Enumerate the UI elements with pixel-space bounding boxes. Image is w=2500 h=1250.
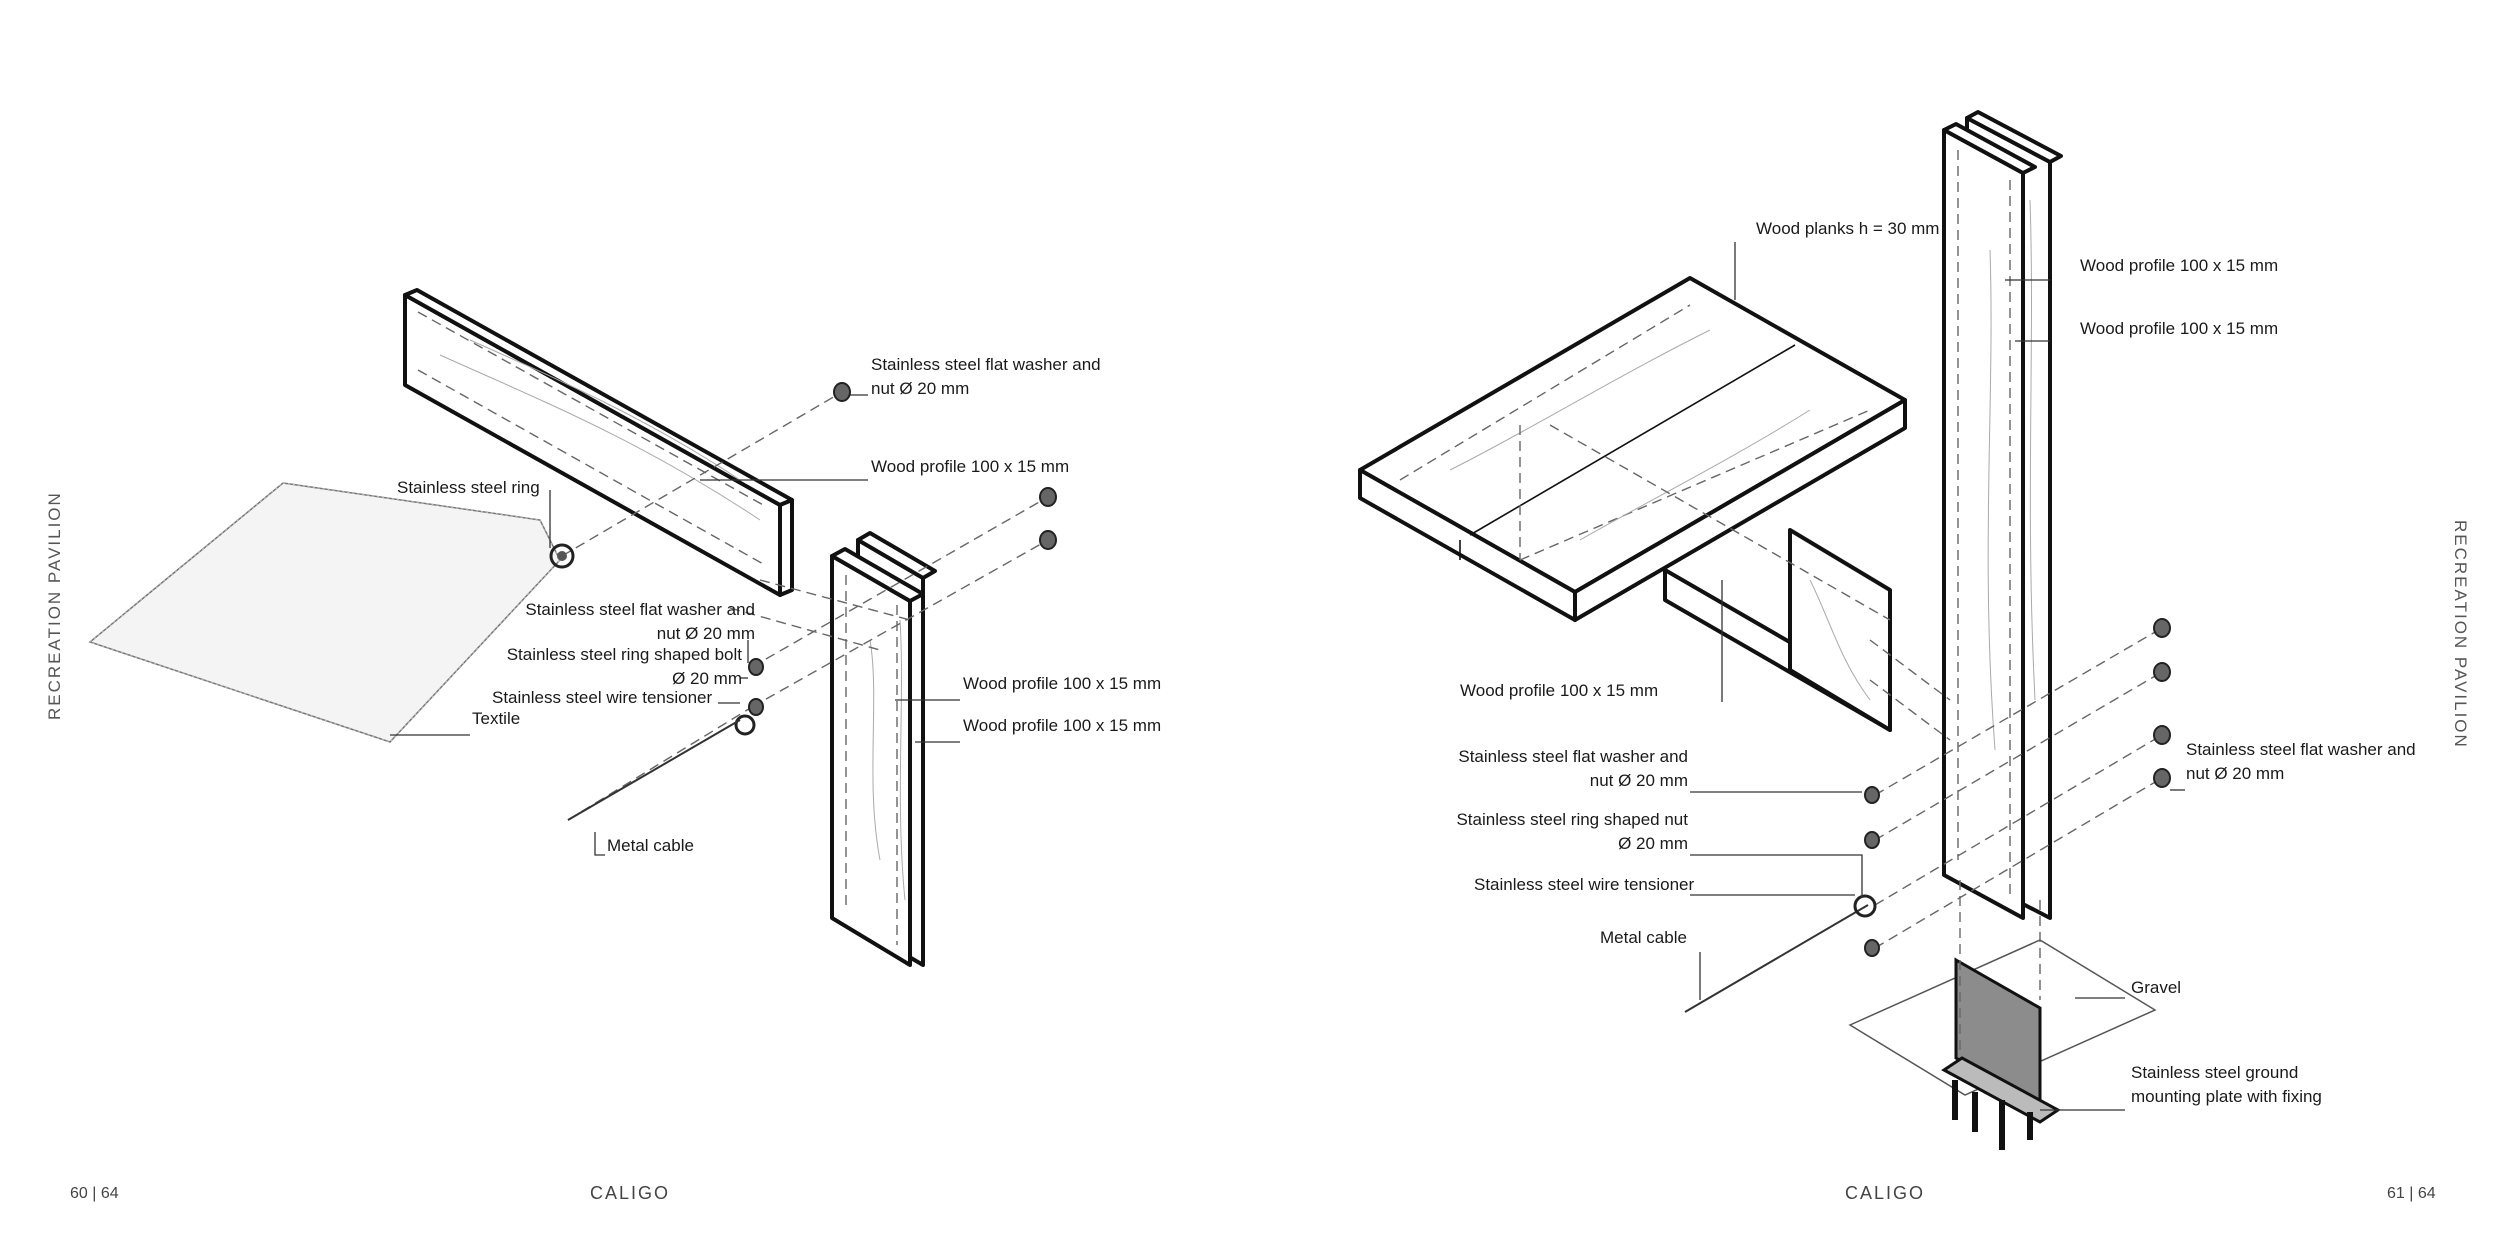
label-textile: Textile	[472, 709, 521, 728]
label-wood-profile-post-1: Wood profile 100 x 15 mm	[963, 674, 1162, 693]
right-bolts	[1853, 618, 2171, 957]
right-ground-plate	[1941, 880, 2061, 1150]
label-gravel: Gravel	[2131, 978, 2182, 997]
label-right-wood-profile-post-2: Wood profile 100 x 15 mm	[2080, 319, 2279, 338]
right-wood-beam	[1519, 424, 1892, 732]
left-exploded-drawing	[88, 288, 1057, 967]
label-right-wood-profile-beam: Wood profile 100 x 15 mm	[1460, 681, 1659, 700]
right-wood-posts	[1942, 110, 2063, 920]
label-washer-top: Stainless steel flat washer and nut Ø 20…	[871, 355, 1101, 398]
label-right-wire-tensioner: Stainless steel wire tensioner	[1474, 875, 1695, 894]
left-wood-posts	[830, 531, 937, 967]
left-bolts	[549, 382, 1057, 821]
left-leader-lines	[390, 394, 960, 856]
label-wood-profile-beam: Wood profile 100 x 15 mm	[871, 457, 1070, 476]
right-gravel-plane	[1848, 939, 2157, 1096]
label-wood-planks: Wood planks h = 30 mm	[1756, 219, 1940, 238]
right-wood-planks	[1358, 276, 1907, 622]
label-wood-profile-post-2: Wood profile 100 x 15 mm	[963, 716, 1162, 735]
label-right-washer-left: Stainless steel flat washer and nut Ø 20…	[1458, 747, 1688, 790]
label-ring-bolt: Stainless steel ring shaped bolt Ø 20 mm	[506, 645, 742, 688]
right-exploded-drawing	[1358, 110, 2185, 1150]
right-fixing-lines	[1684, 627, 2163, 1013]
page-number-left: 60 | 64	[70, 1185, 119, 1202]
footer-title-right: CALIGO	[1845, 1183, 1926, 1203]
left-page: RECREATION PAVILION Stainless steel flat…	[45, 288, 1162, 1203]
side-title-left: RECREATION PAVILION	[45, 491, 64, 720]
label-right-ring-nut: Stainless steel ring shaped nut Ø 20 mm	[1456, 810, 1688, 853]
right-leader-lines	[1690, 242, 2185, 1111]
textile-sheet	[88, 482, 561, 743]
footer-title-left: CALIGO	[590, 1183, 671, 1203]
right-page: RECREATION PAVILION Wood planks h = 30 m…	[1250, 0, 2500, 1250]
label-steel-ring: Stainless steel ring	[397, 478, 540, 497]
label-right-metal-cable: Metal cable	[1600, 928, 1687, 947]
page-number-right: 61 | 64	[2387, 1185, 2436, 1202]
side-title-right: RECREATION PAVILION	[2451, 520, 2470, 749]
label-metal-cable: Metal cable	[607, 836, 694, 855]
label-ground-plate: Stainless steel ground mounting plate wi…	[2131, 1063, 2322, 1106]
label-washer-mid: Stainless steel flat washer and nut Ø 20…	[525, 600, 755, 643]
label-right-wood-profile-post-1: Wood profile 100 x 15 mm	[2080, 256, 2279, 275]
left-wood-beam	[403, 288, 794, 597]
label-wire-tensioner: Stainless steel wire tensioner	[492, 688, 713, 707]
label-right-washer-right: Stainless steel flat washer and nut Ø 20…	[2186, 740, 2416, 783]
